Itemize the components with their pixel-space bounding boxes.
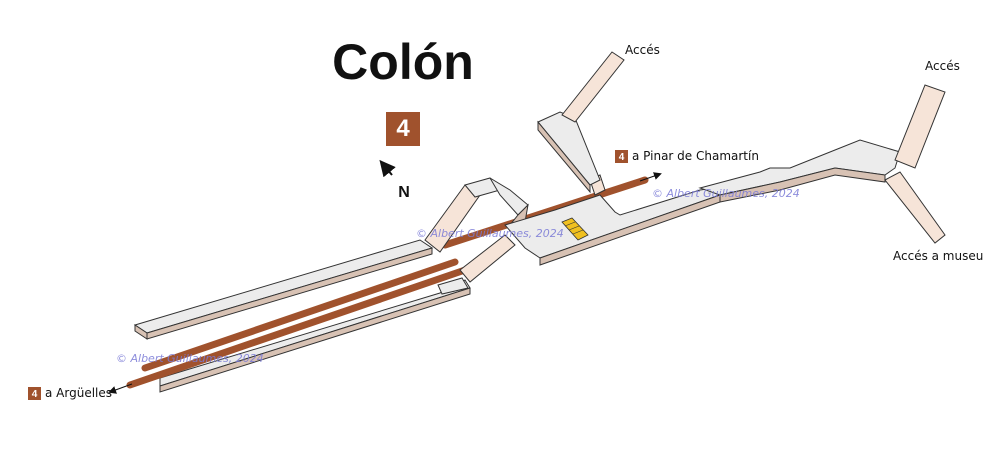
direction-east: 4 a Pinar de Chamartín	[615, 149, 759, 182]
corridor-east	[698, 84, 946, 244]
access-north-1-label: Accés	[625, 43, 660, 57]
direction-east-line: 4	[619, 152, 625, 163]
line-badge: 4	[386, 112, 420, 146]
compass-label: N	[398, 184, 410, 201]
station-title: Colón	[332, 34, 474, 90]
loop-corridors	[424, 177, 529, 295]
platform-north	[133, 239, 434, 340]
access-north-2-label: Accés	[925, 59, 960, 73]
access-museum-label: Accés a museu	[893, 249, 983, 263]
escalator	[561, 217, 589, 241]
platform-south	[159, 279, 471, 393]
compass: N	[379, 159, 410, 201]
watermark: © Albert Guillaumes, 2024	[116, 352, 264, 365]
direction-west-label: a Argüelles	[45, 386, 112, 400]
watermark: © Albert Guillaumes, 2024	[652, 187, 800, 200]
direction-west-line: 4	[32, 389, 38, 400]
watermark: © Albert Guillaumes, 2024	[416, 227, 564, 240]
corridor-access-north-1	[537, 51, 625, 194]
direction-west: 4 a Argüelles	[28, 383, 133, 400]
direction-east-label: a Pinar de Chamartín	[632, 149, 759, 163]
